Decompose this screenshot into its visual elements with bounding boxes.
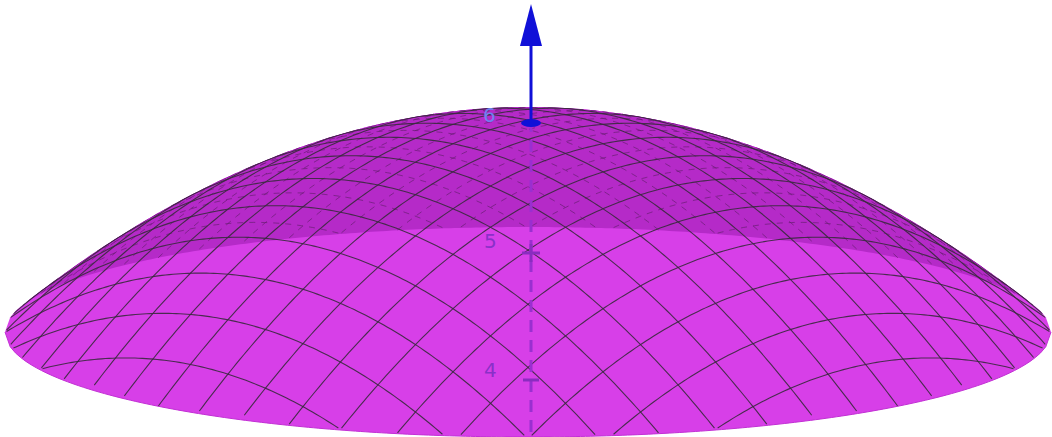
mesh-line [398,206,1034,433]
mesh-line [736,140,932,264]
mesh-line [124,108,583,396]
mesh-line [64,114,434,379]
mesh-line [320,123,856,411]
dome-back [5,107,1051,332]
tick-mark [523,379,539,382]
axis-tick-label: 6 [483,105,496,125]
mesh-line [42,358,338,428]
mesh-line [718,222,1014,292]
mesh-line [7,226,136,330]
mesh-line [359,118,714,232]
mesh-line [473,108,932,396]
surface-mesh [7,107,1050,435]
mesh-line [7,273,525,435]
mesh-line [718,358,1014,428]
mesh-line [124,140,320,264]
mesh-line [94,169,246,272]
mesh-line [395,114,898,407]
tick-mark [530,244,533,262]
mesh-line [342,118,697,232]
mesh-line [42,222,338,292]
mesh-line [22,153,285,358]
dome-front [5,107,1051,437]
mesh-line [289,111,622,238]
axis-tick-label: 4 [484,360,497,380]
mesh-line [532,273,1050,435]
mesh-line [11,237,595,434]
mesh-line [461,237,1045,434]
mesh-line [22,206,658,433]
mesh-line [434,111,767,238]
axis-arrowhead [520,4,542,46]
mesh-line [13,313,442,434]
mesh-line [58,193,443,279]
rim [5,332,1051,437]
z-axis [530,40,533,120]
mesh-line [920,226,1049,330]
z-axis-hidden [530,120,533,437]
mesh-line [614,313,1043,434]
axis-tick-label: 5 [484,231,497,251]
mesh-line [771,153,1034,358]
axis-point [521,119,541,127]
mesh-line [614,193,999,279]
mesh-line [158,114,661,407]
mesh-line [622,114,992,379]
mesh-line [199,123,735,411]
mesh-line [810,169,962,272]
